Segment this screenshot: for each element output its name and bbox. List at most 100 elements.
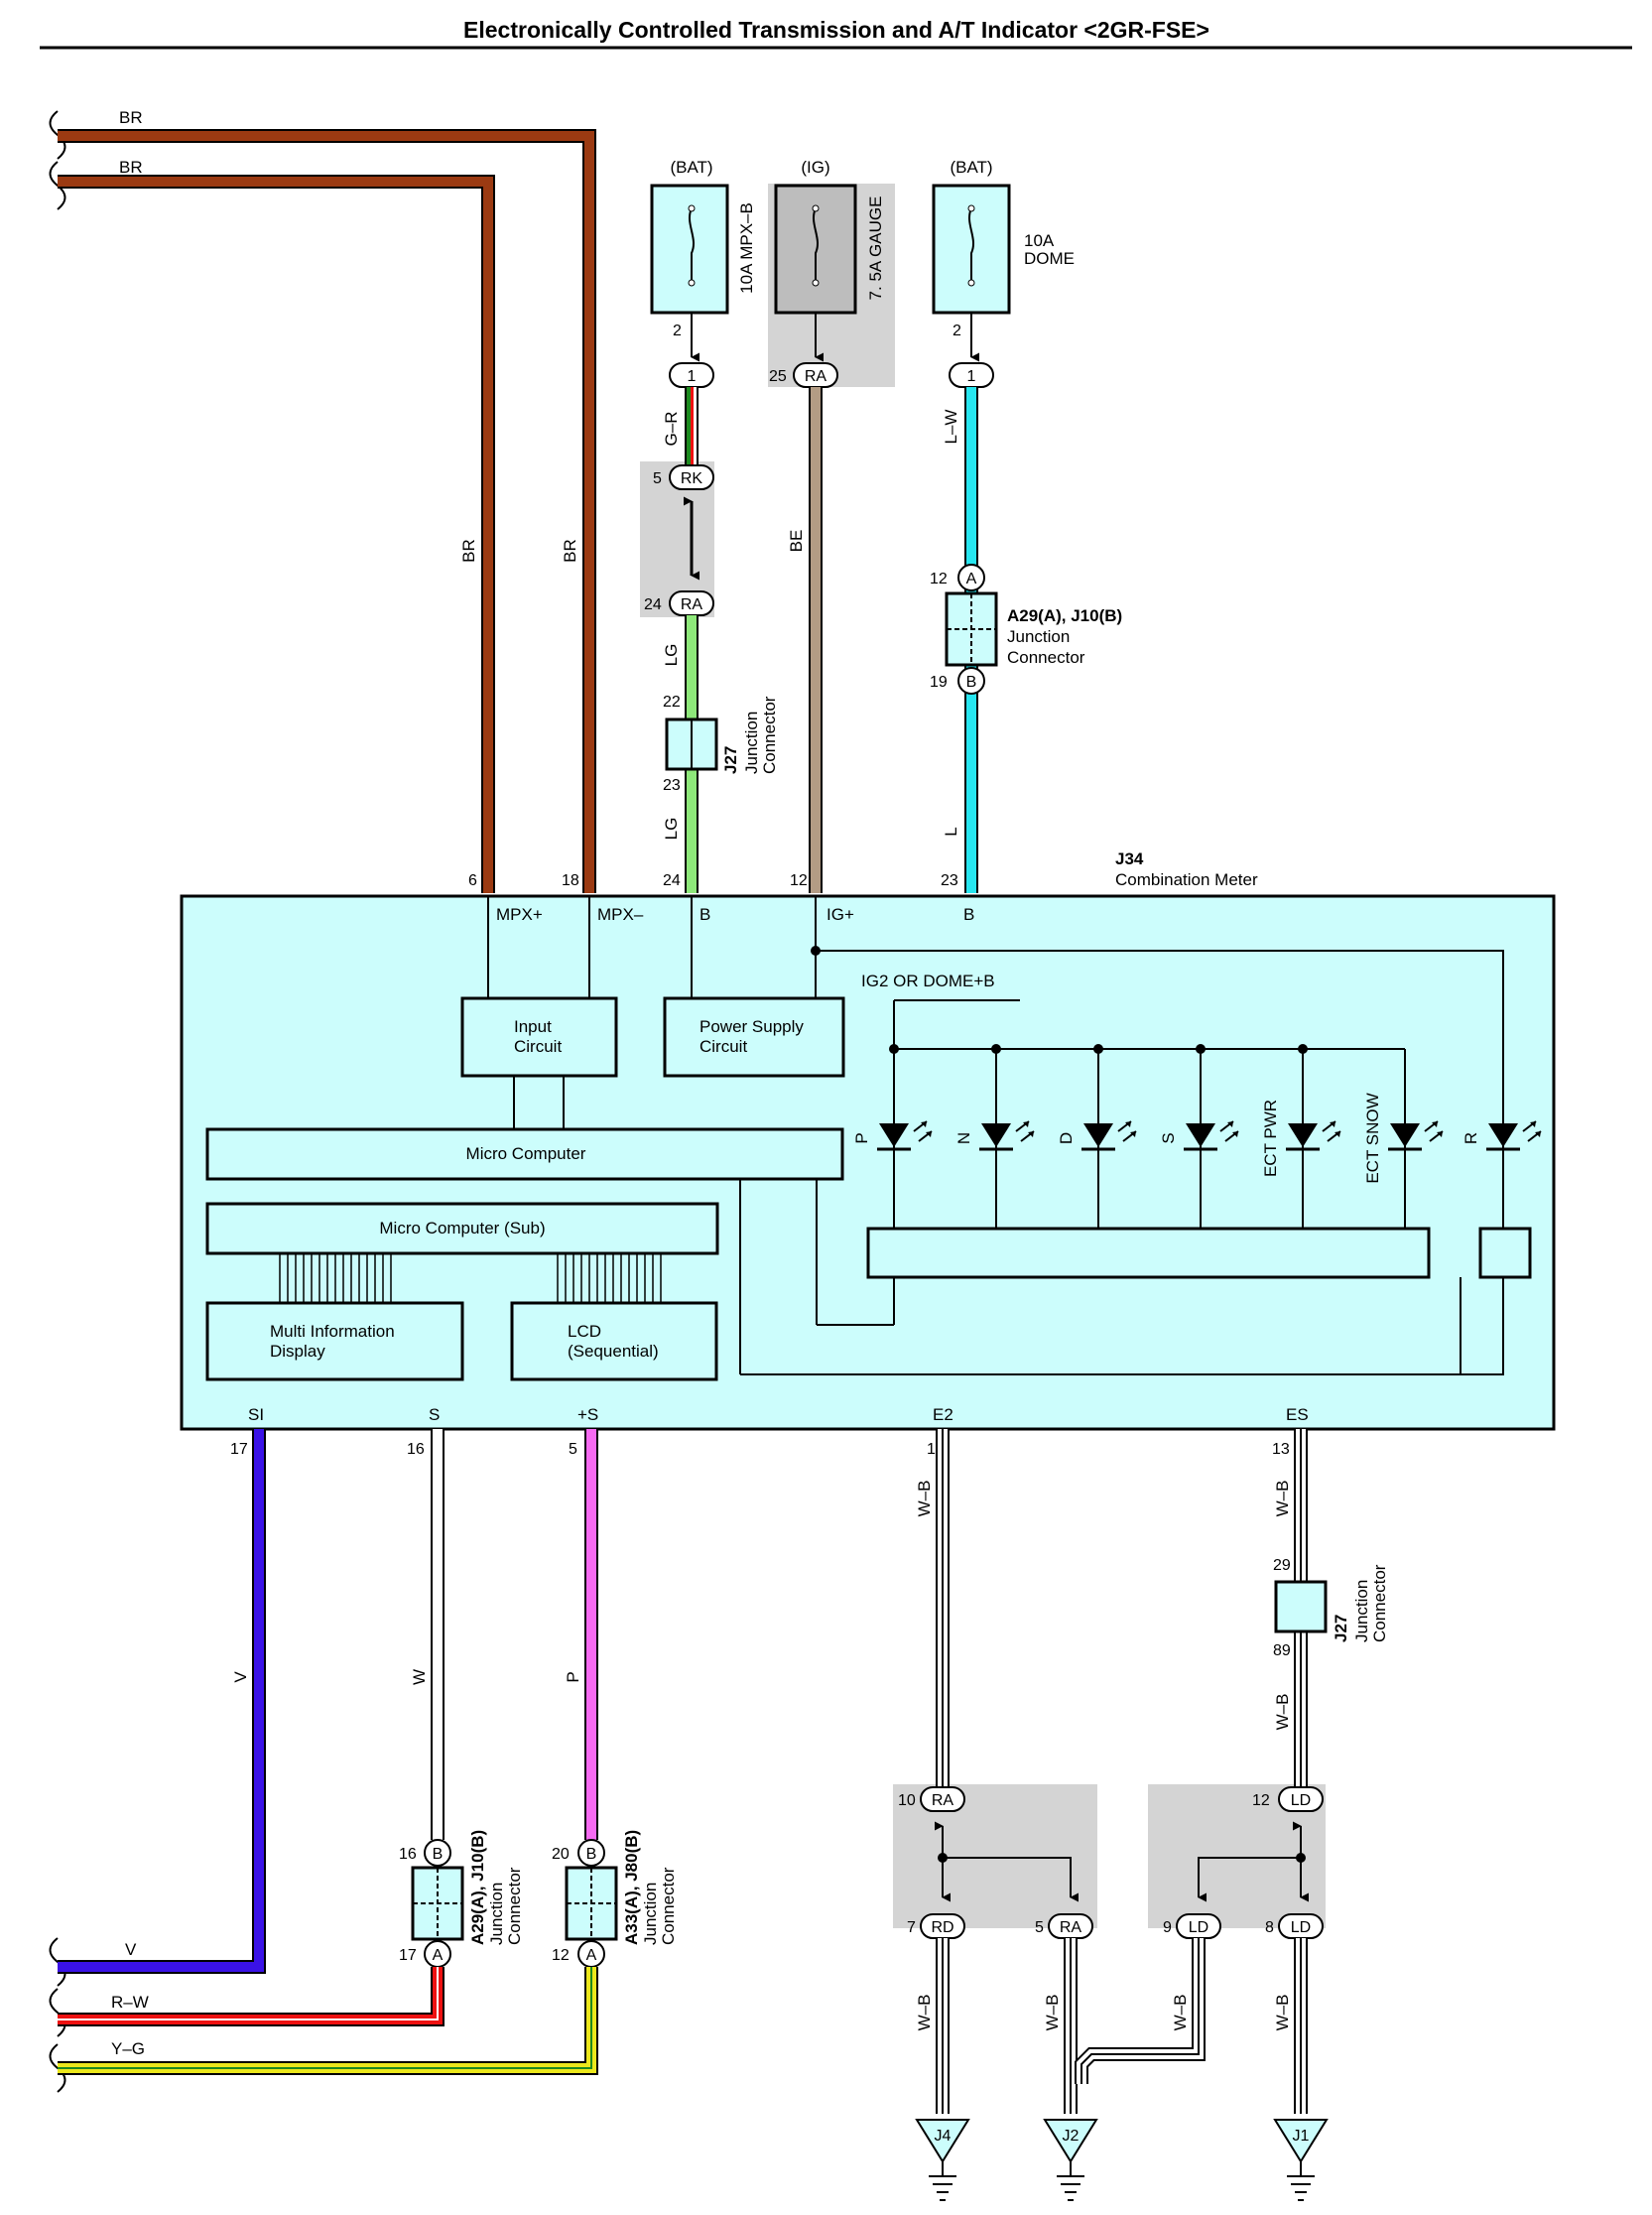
svg-text:LD: LD — [1189, 1919, 1208, 1936]
j27-bot-pin-top: 29 — [1273, 1557, 1291, 1574]
svg-text:ECT PWR: ECT PWR — [1261, 1100, 1280, 1177]
a33-bot-ref: A33(A), J80(B) — [622, 1830, 641, 1945]
j27-bot-pin-bot: 89 — [1273, 1642, 1291, 1659]
meter-bottom-pins: SI S +S E2 ES 17 16 5 1 13 — [230, 1405, 1309, 1458]
fuse-2-name: 7. 5A GAUGE — [866, 196, 885, 301]
ground-j1: J1 — [1273, 2119, 1329, 2201]
svg-text:12: 12 — [790, 872, 808, 889]
meter-top-pins: 6 18 24 12 23 MPX+ MPX– B IG+ B — [468, 872, 974, 924]
svg-text:ECT SNOW: ECT SNOW — [1363, 1093, 1382, 1183]
svg-text:LCD: LCD — [568, 1322, 601, 1341]
rw-wire — [58, 1967, 445, 2026]
wb-e2-label: W–B — [915, 1481, 934, 1517]
rk-connector — [669, 464, 714, 490]
j27-top-ref: J27 — [721, 746, 740, 774]
wb-es-label: W–B — [1273, 1481, 1292, 1517]
svg-text:(Sequential): (Sequential) — [568, 1342, 659, 1361]
ground-wires — [936, 1938, 1308, 2114]
ra10-connector — [920, 1786, 965, 1812]
svg-text:Connector: Connector — [659, 1867, 678, 1945]
wb-9-label: W–B — [1171, 1995, 1190, 2031]
svg-text:RA: RA — [805, 368, 827, 385]
svg-text:1: 1 — [927, 1441, 936, 1458]
svg-text:D: D — [1057, 1132, 1076, 1144]
micro-computer-block — [205, 1127, 844, 1181]
ld12-pin: 12 — [1252, 1792, 1270, 1809]
svg-text:E2: E2 — [933, 1405, 953, 1424]
svg-text:Connector: Connector — [1370, 1564, 1389, 1642]
wb-5-label: W–B — [1043, 1995, 1062, 2031]
break-marks — [49, 110, 66, 2093]
svg-text:S: S — [1159, 1132, 1178, 1143]
svg-text:Junction: Junction — [742, 712, 761, 774]
a29-top-pin-bot: 19 — [930, 674, 948, 691]
fuse-1-supply: (BAT) — [670, 158, 712, 177]
svg-text:IG+: IG+ — [826, 905, 854, 924]
svg-text:+S: +S — [577, 1405, 598, 1424]
p-label: P — [564, 1671, 582, 1682]
wb-8-label: W–B — [1273, 1995, 1292, 2031]
a33-bot-pin-bot: 12 — [552, 1947, 570, 1964]
svg-text:Junction: Junction — [641, 1883, 660, 1945]
svg-text:Connector: Connector — [505, 1867, 524, 1945]
rd7-pin: 7 — [907, 1919, 916, 1936]
br-label-1: BR — [119, 108, 143, 127]
lcd-block — [510, 1301, 718, 1381]
svg-text:A: A — [966, 571, 977, 587]
svg-text:J2: J2 — [1063, 2128, 1080, 2145]
input-circuit-block — [460, 996, 618, 1078]
gr-wire — [685, 387, 699, 466]
svg-text:N: N — [954, 1132, 973, 1144]
svg-text:17: 17 — [230, 1441, 248, 1458]
svg-text:13: 13 — [1272, 1441, 1290, 1458]
micro-computer-sub-block — [205, 1202, 719, 1255]
svg-text:23: 23 — [941, 872, 958, 889]
led-s: S — [1159, 1049, 1239, 1229]
svg-text:Power Supply: Power Supply — [699, 1017, 804, 1036]
svg-text:LD: LD — [1291, 1919, 1311, 1936]
a29-bot-pin-bot: 17 — [399, 1947, 417, 1964]
fuse-1-element — [689, 207, 695, 283]
conn-1-pin: 1 — [688, 368, 697, 385]
wb-es2-label: W–B — [1273, 1694, 1292, 1731]
svg-text:18: 18 — [562, 872, 579, 889]
ra-splice-lines — [934, 1821, 1080, 1902]
yg-left-label: Y–G — [111, 2039, 145, 2058]
svg-text:R: R — [1461, 1132, 1480, 1144]
svg-text:RK: RK — [681, 470, 703, 487]
svg-text:S: S — [429, 1405, 440, 1424]
svg-text:Input: Input — [514, 1017, 552, 1036]
svg-text:MPX–: MPX– — [597, 905, 644, 924]
svg-text:B: B — [586, 1846, 597, 1863]
wb-7-label: W–B — [915, 1995, 934, 2031]
svg-text:Connector: Connector — [1007, 648, 1085, 667]
a29-top-pin-top: 12 — [930, 571, 948, 587]
svg-text:Circuit: Circuit — [514, 1037, 562, 1056]
fuse-2-box — [774, 184, 857, 315]
svg-text:Junction: Junction — [1007, 627, 1070, 646]
lg-label-2: LG — [662, 818, 681, 841]
br-label-2: BR — [119, 158, 143, 177]
meter-ref: J34 — [1115, 849, 1144, 868]
fuse-3-box — [932, 184, 1011, 315]
fuse-1-name: 10A MPX–B — [737, 202, 756, 294]
fuse-3-name-2: DOME — [1024, 249, 1075, 268]
v-vert-label: V — [231, 1671, 250, 1683]
bus-lines — [279, 1253, 662, 1303]
v-left-label: V — [125, 1940, 137, 1959]
fuse-3-name-1: 10A — [1024, 231, 1055, 250]
ld8-pin: 8 — [1265, 1919, 1274, 1936]
svg-text:B: B — [963, 905, 974, 924]
br-vert-label-1: BR — [459, 539, 478, 563]
svg-text:6: 6 — [468, 872, 477, 889]
svg-text:RD: RD — [931, 1919, 953, 1936]
r-led-driver-block — [1478, 1227, 1532, 1279]
svg-text:Junction: Junction — [1352, 1580, 1371, 1642]
led-driver-block — [866, 1227, 1431, 1279]
l-label: L — [942, 827, 960, 836]
j27-top-pin-bot: 23 — [663, 777, 681, 794]
v-wire — [58, 1429, 266, 1974]
svg-text:Micro Computer: Micro Computer — [466, 1144, 586, 1163]
power-supply-block — [663, 996, 845, 1078]
fuse-2-supply: (IG) — [801, 158, 829, 177]
